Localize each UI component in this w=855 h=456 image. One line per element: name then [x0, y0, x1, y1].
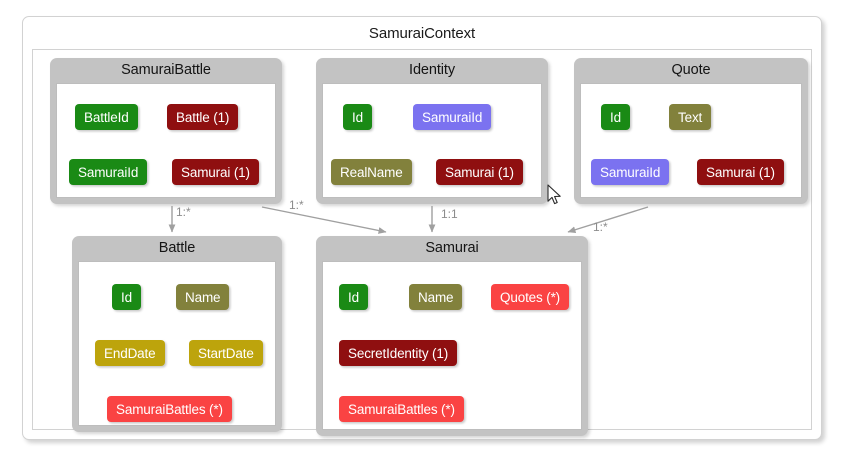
- property-chip[interactable]: Id: [343, 104, 372, 130]
- property-chip[interactable]: Id: [601, 104, 630, 130]
- property-chip[interactable]: SamuraiId: [591, 159, 670, 185]
- entity-title: Quote: [671, 62, 711, 78]
- entity-quote[interactable]: Quote Id Text SamuraiId Samurai (1): [574, 58, 808, 204]
- property-chip[interactable]: SecretIdentity (1): [339, 340, 458, 366]
- property-chip[interactable]: Id: [112, 284, 141, 310]
- property-chip[interactable]: SamuraiBattles (*): [107, 396, 232, 422]
- cardinality-label-identity-samurai: 1:1: [441, 207, 458, 221]
- entity-body: BattleId Battle (1) SamuraiId Samurai (1…: [56, 83, 276, 198]
- entity-identity[interactable]: Identity Id SamuraiId RealName Samurai (…: [316, 58, 548, 204]
- property-chip[interactable]: Samurai (1): [172, 159, 259, 185]
- entity-title: SamuraiBattle: [121, 62, 211, 78]
- entity-samurai-battle[interactable]: SamuraiBattle BattleId Battle (1) Samura…: [50, 58, 282, 204]
- property-chip[interactable]: Text: [669, 104, 712, 130]
- property-chip[interactable]: Quotes (*): [491, 284, 570, 310]
- cardinality-label-quote-samurai: 1:*: [593, 220, 608, 234]
- cardinality-label-samuraibattle-battle: 1:*: [176, 205, 191, 219]
- entity-samurai[interactable]: Samurai Id Name Quotes (*) SecretIdentit…: [316, 236, 588, 436]
- property-chip[interactable]: BattleId: [75, 104, 138, 130]
- property-chip[interactable]: Name: [409, 284, 463, 310]
- entity-title: Samurai: [425, 240, 479, 256]
- property-chip[interactable]: SamuraiId: [413, 104, 492, 130]
- entity-body: Id Text SamuraiId Samurai (1): [580, 83, 802, 198]
- context-title: SamuraiContext: [368, 25, 476, 42]
- property-chip[interactable]: Samurai (1): [697, 159, 784, 185]
- entity-body: Id SamuraiId RealName Samurai (1): [322, 83, 542, 198]
- property-chip[interactable]: SamuraiBattles (*): [339, 396, 464, 422]
- property-chip[interactable]: Samurai (1): [436, 159, 523, 185]
- entity-battle[interactable]: Battle Id Name EndDate StartDate Samurai…: [72, 236, 282, 432]
- property-chip[interactable]: Battle (1): [167, 104, 239, 130]
- property-chip[interactable]: EndDate: [95, 340, 165, 366]
- entity-title: Identity: [409, 62, 455, 78]
- property-chip[interactable]: RealName: [331, 159, 412, 185]
- cardinality-label-samuraibattle-samurai: 1:*: [289, 198, 304, 212]
- property-chip[interactable]: SamuraiId: [69, 159, 148, 185]
- property-chip[interactable]: StartDate: [189, 340, 263, 366]
- mouse-cursor-icon: [547, 184, 561, 205]
- property-chip[interactable]: Name: [176, 284, 230, 310]
- entity-body: Id Name Quotes (*) SecretIdentity (1) Sa…: [322, 261, 582, 430]
- property-chip[interactable]: Id: [339, 284, 368, 310]
- entity-body: Id Name EndDate StartDate SamuraiBattles…: [78, 261, 276, 426]
- entity-title: Battle: [158, 240, 196, 256]
